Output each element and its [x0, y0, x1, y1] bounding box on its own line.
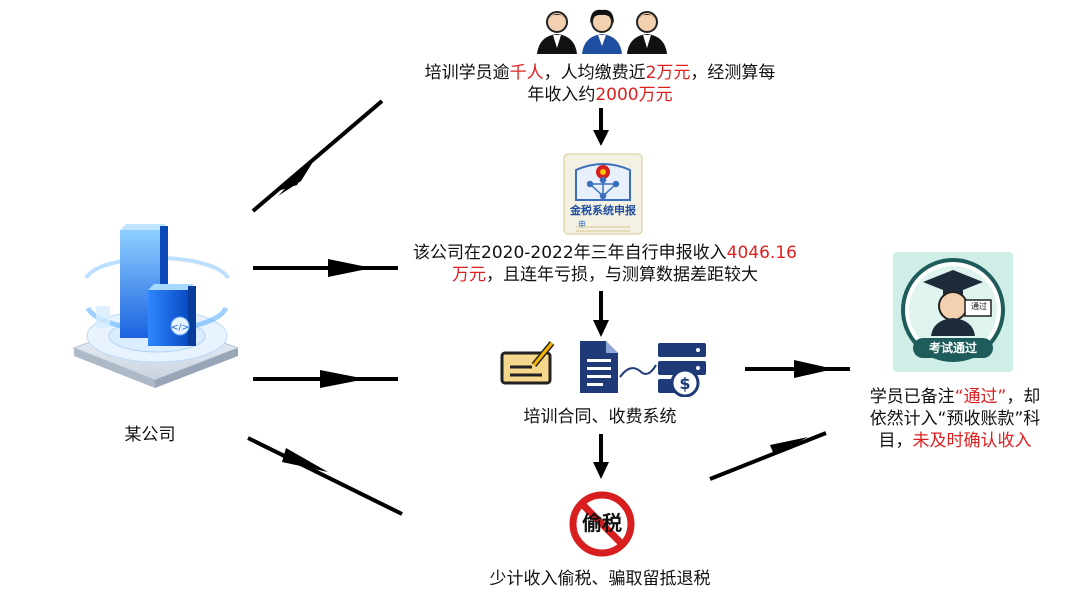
arrow-contract-to-exam — [745, 360, 850, 378]
arrow-company-to-tax — [253, 259, 398, 277]
students-text-1d: 2万元 — [645, 63, 691, 83]
tax-text-1b: 4046.16 — [726, 243, 797, 263]
svg-text:</>: </> — [171, 323, 189, 333]
tax-text-2b: ，且连年亏损，与测算数据差距较大 — [486, 265, 758, 285]
students-text-1e: ，经测算每 — [690, 63, 776, 83]
students-text-1c: ，人均缴费近 — [543, 63, 646, 83]
arrow-students-to-tax — [593, 108, 609, 146]
exam-text-1a: 学员已备注 — [869, 387, 955, 407]
document-icon — [580, 341, 618, 393]
students-icon — [535, 8, 670, 54]
company-building-icon: </> — [62, 218, 248, 388]
exam-text-1c: ，却 — [1006, 387, 1041, 407]
arrow-tax-to-contract — [593, 291, 609, 337]
students-text-2b: 2000万元 — [595, 85, 673, 105]
contract-label: 培训合同、收费系统 — [523, 407, 677, 427]
students-text-1b: 千人 — [509, 63, 544, 83]
exam-text-1b: “通过” — [954, 387, 1007, 407]
exam-passed-badge-icon: 通过 考试通过 — [893, 252, 1013, 372]
exam-text-3a: 目， — [878, 431, 913, 451]
person-icon-2 — [582, 9, 622, 54]
tax-text-1a: 该公司在2020-2022年三年自行申报收入 — [413, 243, 727, 263]
exam-text-2: 依然计入“预收账款”科 — [869, 409, 1041, 429]
no-tax-evasion-text: 偷税 — [582, 511, 622, 535]
tax-text: 该公司在2020-2022年三年自行申报收入4046.16 万元，且连年亏损，与… — [390, 242, 820, 286]
golden-tax-logo-sub: 申 — [578, 220, 586, 229]
person-icon-3 — [627, 11, 667, 54]
no-tax-evasion-icon: 偷税 — [568, 490, 636, 558]
arrow-contract-to-evasion — [593, 434, 609, 479]
exam-text: 学员已备注“通过”，却 依然计入“预收账款”科 目，未及时确认收入 — [850, 386, 1060, 452]
svg-text:$: $ — [679, 374, 690, 393]
students-text-2a: 年收入约 — [527, 85, 596, 105]
exam-board-text: 通过 — [971, 302, 987, 311]
golden-tax-logo-icon: 金税系统申报 申 — [562, 152, 644, 236]
cheque-pen-icon — [500, 341, 555, 385]
exam-text-3b: 未及时确认收入 — [912, 431, 1032, 451]
tax-text-2a: 万元 — [452, 265, 486, 285]
evasion-label: 少计收入偷税、骗取留抵退税 — [489, 569, 711, 589]
company-label: 某公司 — [124, 425, 176, 445]
golden-tax-logo-text: 金税系统申报 — [570, 204, 636, 217]
exam-badge-text: 考试通过 — [928, 341, 977, 355]
students-text: 培训学员逾千人，人均缴费近2万元，经测算每 年收入约2000万元 — [380, 62, 820, 106]
arrow-company-to-evasion — [247, 436, 403, 516]
person-icon-1 — [537, 11, 577, 54]
contract-icons: $ — [498, 337, 713, 398]
students-text-1a: 培训学员逾 — [424, 63, 510, 83]
server-money-icon: $ — [658, 343, 706, 398]
arrow-company-to-students — [251, 99, 384, 213]
arrow-company-to-contract — [253, 370, 398, 388]
arrow-exam-to-evasion — [709, 431, 827, 481]
